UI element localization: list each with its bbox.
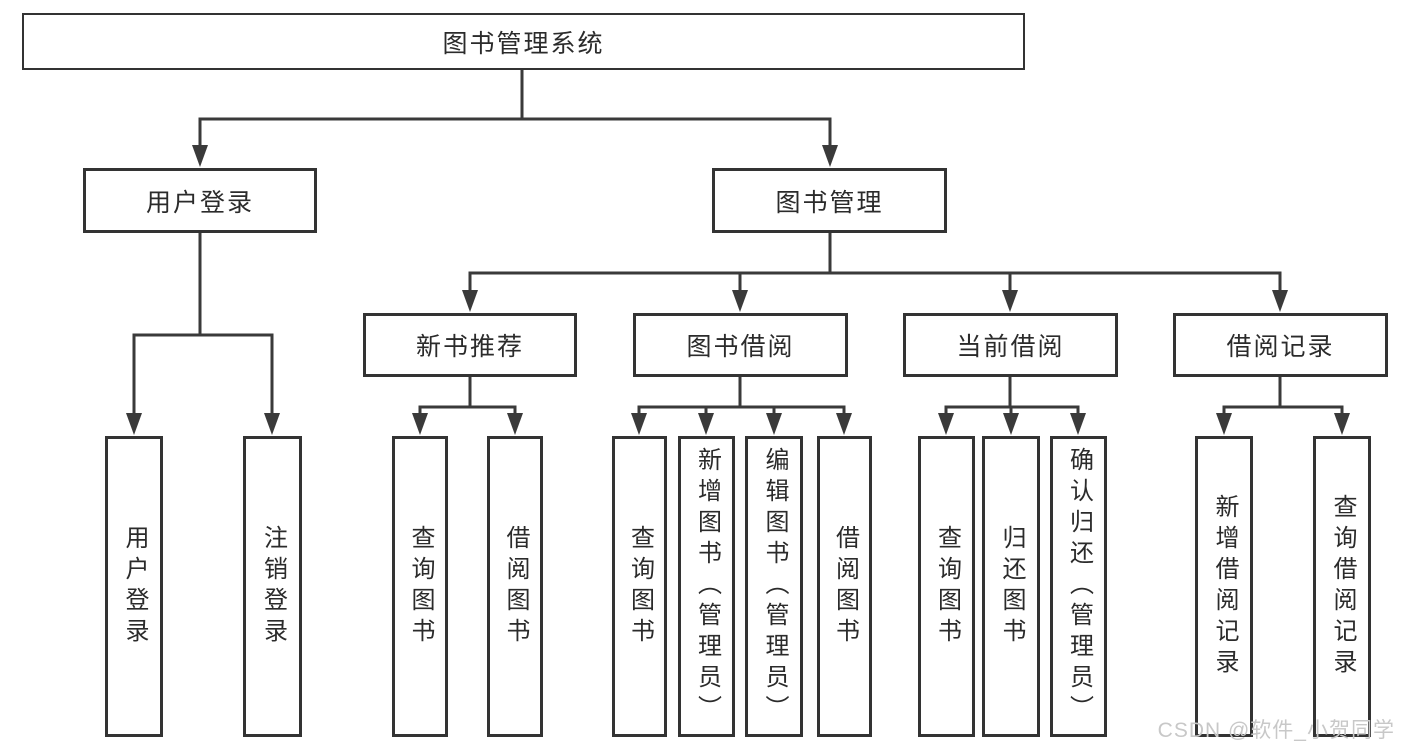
node-root: 图书管理系统 <box>22 13 1025 70</box>
arrowhead-down-icon <box>412 413 428 435</box>
node-bb-add-books: 新增图书（管理员） <box>678 436 735 737</box>
node-root-label: 图书管理系统 <box>442 29 605 58</box>
node-user-login-label: 用户登录 <box>121 524 148 649</box>
node-cb-query-books-label: 查询图书 <box>933 524 961 649</box>
arrowhead-down-icon <box>1003 413 1019 435</box>
arrowhead-down-icon <box>264 413 280 435</box>
arrowhead-down-icon <box>631 413 647 435</box>
node-br-query-record-label: 查询借阅记录 <box>1329 493 1356 680</box>
arrowhead-down-icon <box>1002 290 1018 312</box>
node-br-query-record: 查询借阅记录 <box>1313 436 1371 737</box>
csdn-watermark: CSDN @软件_小贺同学 <box>1157 719 1395 742</box>
arrowhead-down-icon <box>766 413 782 435</box>
node-current-borrow-label: 当前借阅 <box>956 333 1065 361</box>
node-bb-add-books-label: 新增图书（管理员） <box>693 447 721 726</box>
node-cb-return-books-label: 归还图书 <box>998 524 1025 649</box>
arrowhead-down-icon <box>462 290 478 312</box>
node-borrow-records-label: 借阅记录 <box>1226 333 1335 361</box>
node-new-book-rec: 新书推荐 <box>363 313 577 377</box>
node-bb-edit-books: 编辑图书（管理员） <box>745 436 803 737</box>
node-nr-borrow-books: 借阅图书 <box>487 436 543 737</box>
arrowhead-down-icon <box>126 413 142 435</box>
node-user-login-module: 用户登录 <box>83 168 317 233</box>
node-cb-return-books: 归还图书 <box>982 436 1040 737</box>
arrowhead-down-icon <box>1216 413 1232 435</box>
node-br-add-record: 新增借阅记录 <box>1195 436 1253 737</box>
node-br-add-record-label: 新增借阅记录 <box>1211 493 1238 680</box>
node-current-borrow: 当前借阅 <box>903 313 1118 377</box>
arrowhead-down-icon <box>507 413 523 435</box>
node-book-borrow-label: 图书借阅 <box>686 333 795 361</box>
node-cb-confirm-return: 确认归还（管理员） <box>1050 436 1107 737</box>
node-book-borrow: 图书借阅 <box>633 313 848 377</box>
node-nr-query-books-label: 查询图书 <box>407 524 434 649</box>
arrowhead-down-icon <box>192 145 208 167</box>
node-user-login: 用户登录 <box>105 436 163 737</box>
node-borrow-records: 借阅记录 <box>1173 313 1388 377</box>
arrowhead-down-icon <box>1070 413 1086 435</box>
node-logout: 注销登录 <box>243 436 302 737</box>
arrowhead-down-icon <box>732 290 748 312</box>
node-cb-query-books: 查询图书 <box>918 436 975 737</box>
arrowhead-down-icon <box>822 145 838 167</box>
node-cb-confirm-return-label: 确认归还（管理员） <box>1065 447 1093 726</box>
node-bb-borrow-books-label: 借阅图书 <box>831 524 859 649</box>
arrowhead-down-icon <box>938 413 954 435</box>
node-new-book-rec-label: 新书推荐 <box>415 333 524 361</box>
node-nr-borrow-books-label: 借阅图书 <box>502 524 529 649</box>
node-bb-borrow-books: 借阅图书 <box>817 436 872 737</box>
node-book-mgmt-label: 图书管理 <box>775 188 884 217</box>
node-bb-edit-books-label: 编辑图书（管理员） <box>761 447 788 726</box>
arrowhead-down-icon <box>1272 290 1288 312</box>
node-nr-query-books: 查询图书 <box>392 436 448 737</box>
node-bb-query-books-label: 查询图书 <box>626 524 654 649</box>
node-bb-query-books: 查询图书 <box>612 436 667 737</box>
node-logout-label: 注销登录 <box>259 524 287 649</box>
node-book-mgmt: 图书管理 <box>712 168 947 233</box>
arrowhead-down-icon <box>698 413 714 435</box>
arrowhead-down-icon <box>836 413 852 435</box>
arrowhead-down-icon <box>1334 413 1350 435</box>
node-user-login-module-label: 用户登录 <box>145 188 254 217</box>
